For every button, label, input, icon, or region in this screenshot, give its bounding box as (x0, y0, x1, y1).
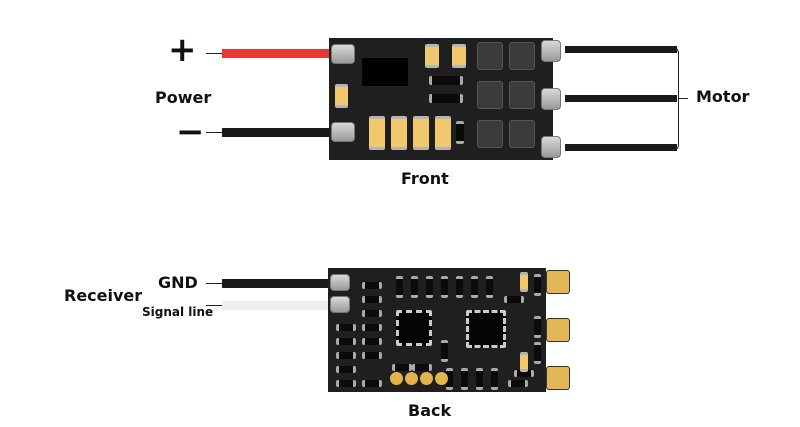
diode (429, 76, 463, 85)
gnd-wire (222, 279, 330, 288)
mosfet (477, 42, 503, 70)
receiver-label: Receiver (64, 286, 143, 305)
resistor (441, 276, 448, 298)
motor-pad-c (546, 366, 570, 390)
resistor (441, 340, 448, 362)
resistor (534, 316, 541, 338)
resistor (456, 121, 464, 144)
programming-pad (405, 372, 418, 385)
gnd-leader-line (206, 283, 222, 284)
signal-line-label: Signal line (142, 305, 214, 319)
positive-wire (222, 49, 332, 58)
plus-symbol: + (168, 30, 197, 70)
resistor (476, 368, 483, 390)
motor-bracket (672, 47, 679, 151)
resistor (362, 352, 382, 359)
resistor (336, 338, 356, 345)
motor-solder-pad-b (541, 88, 561, 110)
negative-solder-pad (331, 122, 355, 142)
resistor (471, 276, 478, 298)
resistor (486, 276, 493, 298)
motor-pad-a (546, 270, 570, 294)
back-board (328, 268, 546, 392)
resistor (504, 296, 524, 303)
resistor (491, 368, 498, 390)
capacitor (435, 116, 451, 150)
resistor (534, 274, 541, 296)
motor-label: Motor (696, 87, 750, 106)
positive-solder-pad (331, 44, 355, 64)
minus-leader-line (206, 132, 222, 133)
capacitor (413, 116, 429, 150)
signal-solder-pad (330, 296, 350, 313)
capacitor (391, 116, 407, 150)
diode (429, 94, 463, 103)
motor-wire-a (565, 46, 677, 53)
capacitor (369, 116, 385, 150)
negative-wire (222, 128, 332, 137)
motor-wire-b (565, 95, 677, 102)
mosfet (477, 81, 503, 109)
capacitor (452, 44, 466, 68)
resistor (362, 282, 382, 289)
resistor (392, 364, 412, 371)
motor-wire-c (565, 144, 677, 151)
back-caption: Back (408, 401, 452, 420)
resistor (362, 310, 382, 317)
mosfet (509, 120, 535, 148)
capacitor (335, 84, 348, 108)
programming-pad (420, 372, 433, 385)
front-caption: Front (401, 169, 449, 188)
gnd-label: GND (158, 273, 198, 292)
resistor (362, 380, 382, 387)
power-label: Power (155, 88, 212, 107)
mosfet-driver-chip (362, 58, 408, 86)
motor-pad-b (546, 318, 570, 342)
mcu-chip (396, 310, 432, 346)
motor-leader-line (679, 98, 688, 99)
resistor (336, 366, 356, 373)
resistor (508, 380, 528, 387)
capacitor (520, 352, 528, 372)
resistor (362, 338, 382, 345)
resistor (336, 380, 356, 387)
resistor (396, 276, 403, 298)
resistor (411, 276, 418, 298)
resistor (426, 276, 433, 298)
resistor (446, 368, 453, 390)
plus-leader-line (206, 53, 222, 54)
front-board (329, 38, 561, 160)
resistor (461, 368, 468, 390)
resistor (362, 296, 382, 303)
programming-pad (390, 372, 403, 385)
resistor (336, 324, 356, 331)
mcu-chip (466, 310, 506, 348)
mosfet (477, 120, 503, 148)
resistor (362, 324, 382, 331)
gnd-solder-pad (330, 274, 350, 291)
resistor (456, 276, 463, 298)
capacitor (520, 272, 528, 292)
resistor (514, 370, 534, 377)
motor-solder-pad-a (541, 40, 561, 62)
resistor (412, 364, 432, 371)
resistor (534, 342, 541, 364)
minus-symbol: − (176, 112, 205, 152)
signal-leader-line (206, 305, 222, 306)
resistor (336, 352, 356, 359)
mosfet (509, 81, 535, 109)
signal-wire (222, 301, 330, 310)
programming-pad (435, 372, 448, 385)
capacitor (425, 44, 439, 68)
mosfet (509, 42, 535, 70)
motor-solder-pad-c (541, 136, 561, 158)
